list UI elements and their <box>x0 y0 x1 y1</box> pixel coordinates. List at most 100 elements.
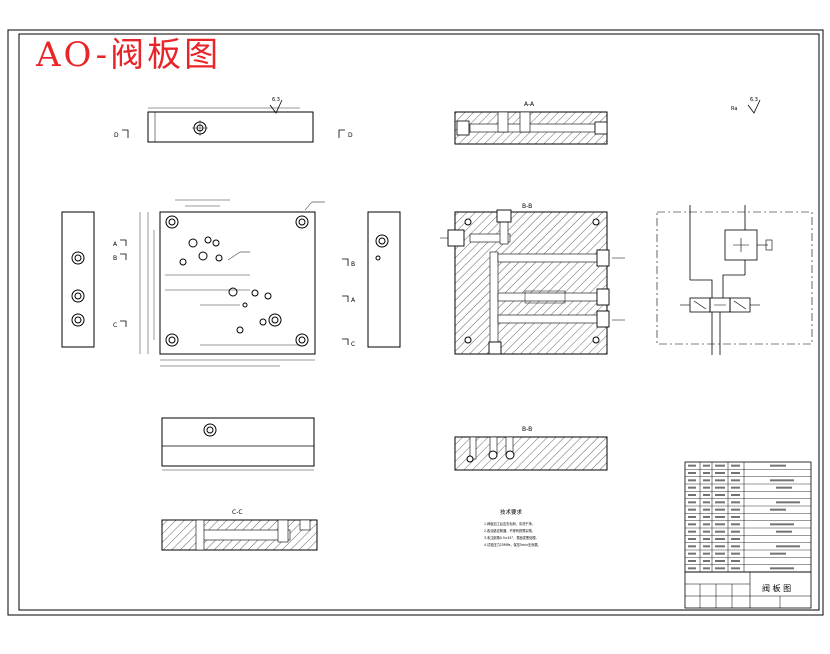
outer-border <box>7 29 824 616</box>
view-marker-d-left: D <box>114 129 129 139</box>
parts-entry-mark <box>731 552 740 555</box>
parts-entry-mark <box>715 516 725 518</box>
parts-entry-mark <box>731 508 740 511</box>
roughness-mark-right: 6.3 Ra <box>731 97 761 114</box>
svg-text:C: C <box>351 341 355 348</box>
svg-text:D: D <box>114 132 119 139</box>
roughness-mark-top: 6.3 <box>269 97 283 114</box>
svg-text:2.各油道应畅通，不得有铁屑杂物。: 2.各油道应畅通，不得有铁屑杂物。 <box>484 528 535 533</box>
parts-entry-mark <box>770 479 794 482</box>
parts-entry-mark <box>770 523 794 526</box>
svg-text:C-C: C-C <box>232 509 243 516</box>
parts-entry-mark <box>703 516 710 518</box>
view-marker-c-right: C <box>342 338 355 348</box>
parts-entry-mark <box>715 552 725 555</box>
parts-entry-mark <box>688 501 696 504</box>
parts-entry-mark <box>776 530 792 533</box>
parts-entry-mark <box>688 523 696 526</box>
parts-entry-mark <box>703 567 710 570</box>
svg-text:B: B <box>113 255 117 262</box>
svg-text:6.3: 6.3 <box>750 97 758 103</box>
parts-entry-mark <box>688 567 696 570</box>
parts-entry-mark <box>703 479 710 482</box>
inner-border <box>18 33 820 611</box>
parts-entry-mark <box>715 472 725 474</box>
svg-text:A: A <box>113 241 118 248</box>
parts-entry-mark <box>715 501 725 504</box>
main-front-view <box>139 199 325 367</box>
parts-entry-mark <box>731 545 740 548</box>
svg-text:B-B: B-B <box>522 203 532 210</box>
sheet-title: AO-阀板图 <box>36 35 222 75</box>
parts-entry-mark <box>703 464 710 467</box>
svg-text:技术要求: 技术要求 <box>500 508 523 516</box>
parts-entry-mark <box>776 545 800 548</box>
bottom-edge-view <box>161 417 315 471</box>
svg-text:B-B: B-B <box>522 426 532 433</box>
svg-text:6.3: 6.3 <box>272 97 280 103</box>
svg-text:C: C <box>113 322 117 329</box>
parts-entry-mark <box>688 538 696 540</box>
parts-entry-mark <box>688 560 696 562</box>
parts-entry-mark <box>703 530 710 533</box>
svg-text:D: D <box>348 132 353 139</box>
parts-entry-mark <box>703 523 710 526</box>
parts-entry-mark <box>731 472 740 474</box>
parts-entry-mark <box>703 538 710 540</box>
view-marker-c-left: C <box>113 320 127 329</box>
section-c-c: C-C <box>161 509 318 551</box>
parts-list-rows <box>685 469 811 565</box>
section-b-b-main: B-B <box>440 203 625 355</box>
parts-entry-mark <box>703 560 710 562</box>
parts-list <box>684 461 812 573</box>
hydraulic-schematic <box>656 205 813 355</box>
svg-text:B: B <box>351 261 355 268</box>
parts-entry-mark <box>715 479 725 482</box>
parts-entry-mark <box>731 516 740 518</box>
top-edge-view <box>147 107 314 143</box>
parts-entry-mark <box>688 530 696 533</box>
parts-entry-mark <box>703 501 710 504</box>
technical-requirements: 技术要求 1.阀板加工后应去毛刺，清洗干净。 2.各油道应畅通，不得有铁屑杂物。… <box>484 508 541 547</box>
view-marker-b-left: B <box>113 253 127 262</box>
svg-text:1.阀板加工后应去毛刺，清洗干净。: 1.阀板加工后应去毛刺，清洗干净。 <box>484 521 535 526</box>
parts-entry-mark <box>703 552 710 555</box>
parts-entry-mark <box>731 501 740 504</box>
parts-entry-mark <box>770 464 786 467</box>
svg-text:A-A: A-A <box>524 101 535 108</box>
parts-entry-mark <box>703 486 710 489</box>
left-side-view <box>61 211 95 348</box>
svg-text:A: A <box>351 297 356 304</box>
right-side-view <box>367 211 401 348</box>
title-block: 阀 板 图 <box>684 571 812 609</box>
view-marker-b-right: B <box>342 258 355 268</box>
parts-entry-mark <box>731 486 740 489</box>
parts-entry-mark <box>715 523 725 526</box>
view-marker-a-left: A <box>113 239 127 248</box>
svg-text:4.试验压力25MPa，保压5min无渗漏。: 4.试验压力25MPa，保压5min无渗漏。 <box>484 542 541 547</box>
parts-entry-mark <box>715 486 725 489</box>
parts-entry-mark <box>776 486 792 489</box>
parts-entry-mark <box>688 494 696 496</box>
parts-list-entries <box>688 464 800 570</box>
view-marker-d-right: D <box>338 129 353 139</box>
section-b-b-small: B-B <box>454 426 608 471</box>
view-marker-a-right: A <box>342 295 356 304</box>
parts-entry-mark <box>688 508 696 511</box>
parts-entry-mark <box>688 486 696 489</box>
parts-entry-mark <box>731 479 740 482</box>
parts-entry-mark <box>776 501 800 504</box>
parts-entry-mark <box>731 530 740 533</box>
parts-entry-mark <box>703 494 710 496</box>
parts-entry-mark <box>688 545 696 548</box>
section-a-a: A-A <box>454 101 608 145</box>
parts-entry-mark <box>731 464 740 467</box>
parts-entry-mark <box>731 538 740 540</box>
parts-entry-mark <box>688 516 696 518</box>
parts-entry-mark <box>688 552 696 555</box>
title-block-drawing-name: 阀 板 图 <box>762 583 791 593</box>
parts-entry-mark <box>703 472 710 474</box>
parts-entry-mark <box>770 552 786 555</box>
parts-entry-mark <box>770 567 794 570</box>
